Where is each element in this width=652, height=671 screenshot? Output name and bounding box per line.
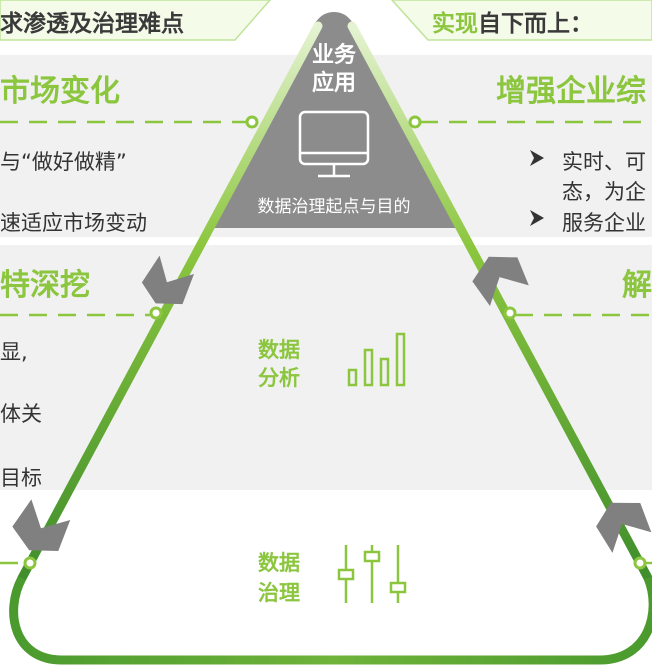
- layer-label-analysis-2: 分析: [258, 366, 300, 390]
- chevron-up-icon: [596, 502, 652, 553]
- layer-label-business-2: 应用: [311, 71, 356, 96]
- chevron-up-icon: [472, 256, 529, 306]
- section-title-market: 市场变化: [0, 74, 120, 109]
- bullet-arrow-icon: [530, 150, 544, 226]
- section-title-enhance: 增强企业综: [496, 74, 646, 109]
- middle-band: [0, 245, 652, 490]
- layer-label-governance: 数据 治理: [258, 548, 300, 608]
- layer-label-governance-1: 数据: [258, 551, 300, 575]
- header-left-title: 求渗透及治理难点: [0, 11, 184, 37]
- header-right-tab: [390, 0, 652, 41]
- layer-label-business-1: 业务: [311, 43, 356, 68]
- deep-text-line-2: 体关: [0, 402, 42, 426]
- deep-text-line-1: 显,: [0, 340, 28, 364]
- sliders-icon: [337, 545, 407, 603]
- deep-text-line-3: 目标: [0, 466, 42, 490]
- enhance-bullet-1-line-1: 实时、可: [562, 150, 646, 174]
- top-triangle: [210, 12, 458, 228]
- top-caption: 数据治理起点与目的: [257, 197, 411, 217]
- section-title-solve: 解: [622, 268, 652, 303]
- layer-label-governance-2: 治理: [258, 581, 300, 605]
- header-right-rest: 自下而上：: [478, 11, 593, 37]
- layer-label-business: 业务 应用: [306, 42, 362, 98]
- chevron-down-icon: [141, 255, 194, 305]
- connector-dots: [23, 115, 647, 570]
- enhance-bullet-1-line-2: 态，为企: [562, 180, 646, 204]
- header-right-accent: 实现: [432, 11, 478, 37]
- monitor-icon: [298, 110, 370, 178]
- layer-label-analysis-1: 数据: [258, 338, 300, 362]
- market-text-line-2: 速适应市场变动: [0, 211, 147, 235]
- header-left-tab: [0, 0, 271, 41]
- layer-label-analysis: 数据 分析: [258, 336, 300, 392]
- section-title-deep: 特深挖: [0, 268, 90, 303]
- bar-chart-icon: [347, 332, 406, 387]
- header-right-title: 实现自下而上：: [432, 4, 593, 38]
- chevron-down-icon: [12, 499, 71, 552]
- market-text-line-1: 与“做好做精”: [0, 150, 127, 174]
- dashed-dividers: [0, 120, 652, 565]
- enhance-bullet-2: 服务企业: [562, 211, 646, 235]
